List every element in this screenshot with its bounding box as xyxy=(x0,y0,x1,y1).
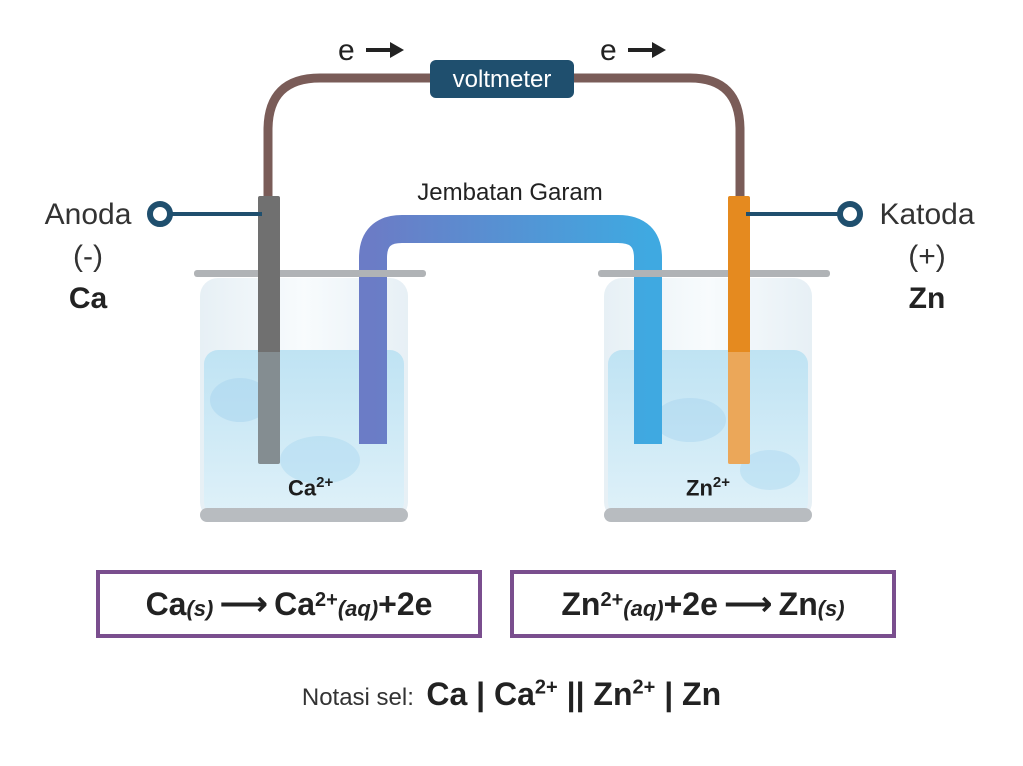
anode-ion-charge: 2+ xyxy=(316,474,334,491)
cathode-eq-reactant: Zn xyxy=(561,585,601,622)
cathode-eq-electrons: +2e xyxy=(663,585,718,622)
cathode-ion-label: Zn2+ xyxy=(686,474,730,501)
cell-notation: Notasi sel: Ca | Ca2+ || Zn2+ | Zn xyxy=(0,676,1023,713)
notation-charge-1: 2+ xyxy=(534,676,558,699)
anode-sign: (-) xyxy=(73,240,103,273)
cathode-metal: Zn xyxy=(908,282,946,315)
cathode-name: Katoda xyxy=(879,198,975,231)
cathode-sign: (+) xyxy=(908,240,946,273)
anode-eq-product: Ca xyxy=(274,585,316,622)
cathode-label: Katoda (+) Zn xyxy=(868,194,986,320)
cathode-ion-base: Zn xyxy=(686,475,713,501)
cathode-ion-charge: 2+ xyxy=(712,474,730,491)
electron-label-left: e xyxy=(338,34,355,67)
anode-metal: Ca xyxy=(68,282,108,315)
anode-name: Anoda xyxy=(44,198,132,231)
anode-eq-product-charge: 2+ xyxy=(315,588,338,611)
anode-beaker xyxy=(200,278,408,522)
anode-eq-product-phase: (aq) xyxy=(337,596,379,621)
cell-notation-label: Notasi sel: xyxy=(301,684,414,711)
voltmeter-label: voltmeter xyxy=(453,66,552,93)
cathode-eq-reactant-charge: 2+ xyxy=(600,588,624,611)
notation-part-3: | Zn xyxy=(655,676,722,712)
anode-electrode xyxy=(258,196,280,464)
cathode-eq-arrow-icon: ⟶ xyxy=(723,585,773,623)
cathode-eq-product-phase: (s) xyxy=(817,596,845,621)
cathode-beaker-rim xyxy=(598,270,830,277)
anode-label: Anoda (-) Ca xyxy=(34,194,142,320)
anode-beaker-rim xyxy=(194,270,426,277)
anode-eq-arrow-icon: ⟶ xyxy=(219,585,269,623)
cathode-eq-reactant-phase: (aq) xyxy=(623,596,664,621)
voltmeter xyxy=(430,60,574,98)
electron-arrow-left-icon xyxy=(366,42,404,58)
notation-charge-2: 2+ xyxy=(632,676,656,699)
salt-bridge-label: Jembatan Garam xyxy=(417,179,602,206)
anode-eq-electrons: +2e xyxy=(378,585,433,622)
anode-terminal-icon xyxy=(147,201,173,227)
anode-ion-label: Ca2+ xyxy=(288,474,333,501)
electron-label-right: e xyxy=(600,34,617,67)
notation-part-1: Ca | Ca xyxy=(426,676,535,712)
cathode-eq-product: Zn xyxy=(778,585,818,622)
cathode-terminal-icon xyxy=(837,201,863,227)
cell-notation-value: Ca | Ca2+ || Zn2+ | Zn xyxy=(426,676,721,712)
anode-eq-reactant-phase: (s) xyxy=(186,596,214,621)
anode-eq-reactant: Ca xyxy=(145,585,187,622)
notation-part-2: || Zn xyxy=(557,676,633,712)
anode-ion-base: Ca xyxy=(288,475,317,501)
salt-bridge xyxy=(359,215,662,444)
cathode-electrode xyxy=(728,196,750,464)
electron-arrow-right-icon xyxy=(628,42,666,58)
